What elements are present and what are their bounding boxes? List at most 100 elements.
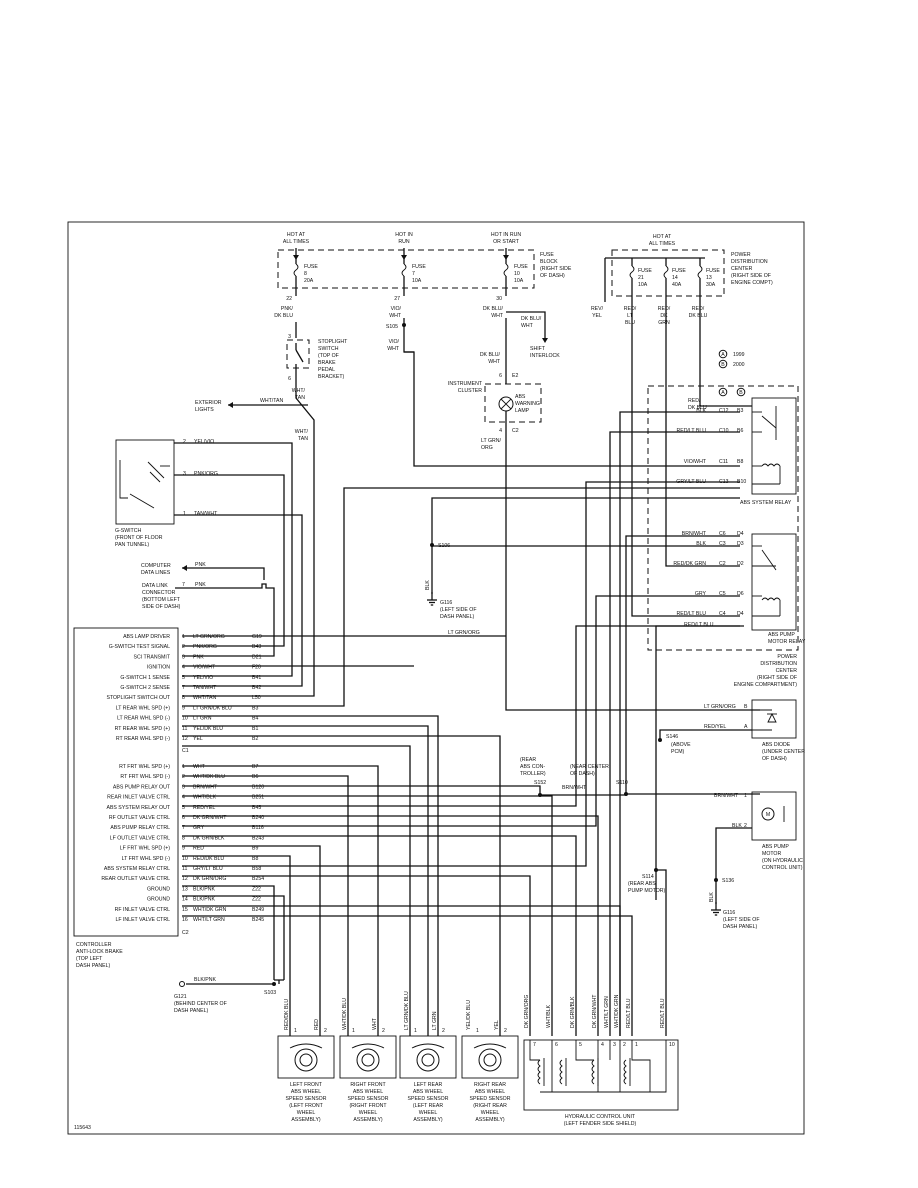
pdc-lower-label: ENGINE COMPARTMENT) [734, 682, 797, 688]
wire [182, 835, 577, 1036]
connector-label: C1 [182, 748, 189, 754]
fuse-label: 10A [412, 278, 422, 284]
fuse-label: 20A [304, 278, 314, 284]
controller-label: ANTI-LOCK BRAKE [76, 949, 123, 955]
circuit-code: B120 [252, 784, 264, 790]
fuse-label: 21 [638, 275, 644, 281]
wire-label: RED/LT BLU [676, 611, 706, 617]
computer-data-arrow [182, 565, 187, 571]
pin-number: 8 [182, 695, 185, 701]
controller-pin-function: ABS SYSTEM RELAY CTRL [104, 866, 170, 872]
border [67, 221, 805, 1135]
wire-label: GRY/LT BLU [193, 866, 223, 872]
pin-number: 1 [294, 1028, 297, 1034]
pin-number: 3 [183, 471, 186, 477]
g-switch-blade [147, 461, 165, 483]
wire-label: RED/ [658, 306, 671, 312]
sensor-label: WHEEL [359, 1110, 378, 1116]
solenoid-coil-icon [537, 1059, 541, 1085]
wire-label: ORG [481, 445, 493, 451]
pump-motor-label: CONTROL UNIT) [762, 865, 803, 871]
controller-pin-function: LT REAR WHL SPD (+) [116, 705, 171, 711]
cavity-label: D3 [737, 541, 744, 547]
circuit-code: Z22 [252, 886, 261, 892]
data-link-label: SIDE OF DASH) [142, 604, 181, 610]
controller-pin-function: RT REAR WHL SPD (+) [115, 726, 171, 732]
abs-lamp-circuit: LT GRN/ORG [182, 630, 760, 711]
wire-label: DK GRN/BLK [193, 835, 225, 841]
cluster-label: CLUSTER [458, 388, 482, 394]
internal-wire [529, 1040, 667, 1093]
wire-label: WHT/LT GRN [193, 917, 225, 923]
cavity-label: C2 [719, 561, 726, 567]
exterior-lights-arrow [228, 402, 233, 408]
pump-motor-label: (ON HYDRAULIC [762, 858, 803, 864]
column-header: B [739, 390, 743, 396]
wire-label: TAN [298, 436, 308, 442]
wire-label: WHT/LT GRN [604, 996, 610, 1028]
circuit-code: B251 [252, 795, 264, 801]
wire-label: DK BLU/ [521, 316, 542, 322]
wire-label: BRN/WHT [682, 531, 707, 537]
wire-label: YEL/VIO [194, 439, 214, 445]
pump-relay-label: ABS PUMP [768, 632, 795, 638]
wire-label: DK BLU [688, 405, 707, 411]
wire-label: WHT [387, 346, 400, 352]
motor-icon-letter: M [766, 812, 770, 818]
motor-icon [761, 807, 775, 821]
relay-coil-icon [761, 597, 781, 601]
fuse-icon [503, 263, 509, 277]
pump-motor-label: ABS PUMP [762, 844, 789, 850]
splice-label: S110 [616, 780, 628, 786]
circuit-code: B3 [252, 705, 258, 711]
fuse-label: 10A [514, 278, 524, 284]
wire-label: RED [193, 846, 204, 852]
solenoid-coil-icon [591, 1059, 595, 1085]
pin-number: 7 [533, 1042, 536, 1048]
wire-label: PNK/ORG [193, 644, 217, 650]
legend-symbol [718, 359, 728, 369]
wire-label: PNK [195, 582, 206, 588]
diagram-frame: 115643 [67, 221, 805, 1135]
fuse-icon [401, 263, 407, 277]
pin-number: 2 [382, 1028, 385, 1034]
circuit-code: B1 [252, 726, 258, 732]
shift-interlock-label: INTERLOCK [530, 353, 560, 359]
ground-label: (BEHIND CENTER OF [174, 1001, 227, 1007]
hcu-outline [523, 1039, 679, 1111]
pin-number: 4 [182, 795, 185, 801]
wire-label: LT GRN/ORG [704, 704, 736, 710]
splice-label: S105 [386, 324, 398, 330]
relay-contact-icon [761, 415, 777, 429]
wire-label: TAN [295, 395, 305, 401]
hot-label: ALL TIMES [283, 239, 310, 245]
cavity-label: C10 [719, 428, 729, 434]
fuse-icon [629, 265, 635, 279]
fuse-label: 7 [412, 271, 415, 277]
pdc-lower-label: POWER [777, 654, 797, 660]
system-relay-outline [751, 397, 797, 495]
wire-label: WHT/DK GRN [193, 907, 227, 913]
diode-label: OF DASH) [762, 756, 787, 762]
hot-label: OR START [493, 239, 520, 245]
wire-label: DK BLU/ [483, 306, 504, 312]
cavity-label: C12 [719, 408, 729, 414]
fuse-label: 13 [706, 275, 712, 281]
cavity-label: C13 [719, 479, 729, 485]
splice-s146 [658, 738, 662, 742]
wire-label: BLK [696, 541, 706, 547]
controller-pin-function: RF INLET VALVE CTRL [115, 907, 170, 913]
pdc-label: ENGINE COMPT) [731, 280, 773, 286]
sensor-outline [461, 1035, 519, 1079]
wire-label: REV/ [591, 306, 604, 312]
wire-label: RED/ [692, 306, 705, 312]
wire [505, 636, 760, 711]
wire-label: PNK [193, 654, 204, 660]
pin-number: 30 [496, 296, 502, 302]
